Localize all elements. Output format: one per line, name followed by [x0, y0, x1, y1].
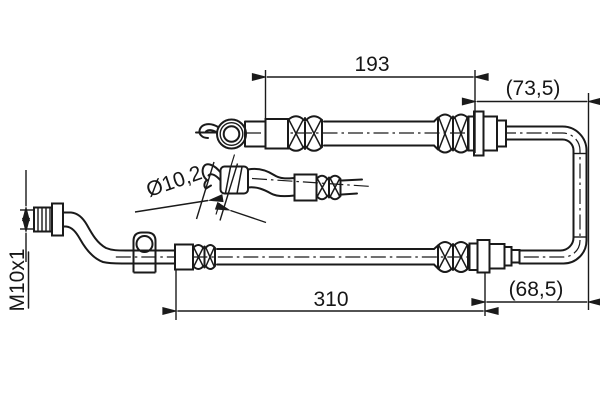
banjo-eye-hole: [222, 125, 241, 143]
bottom-hose-outline: [216, 248, 435, 266]
dim-label-310: 310: [313, 288, 348, 311]
banjo-ring-outer: [216, 118, 247, 150]
right-vertical-tube: [559, 149, 588, 265]
bottom-fitting-body: [488, 243, 506, 270]
top-hose-outline: [323, 120, 435, 147]
hose-centerline: [112, 132, 581, 258]
top-fitting-rib-cross: [438, 117, 468, 150]
aux-fitting-body: [219, 165, 249, 195]
bottom-fitting-nipple: [510, 249, 521, 264]
s-curve-tube-top: [62, 211, 176, 252]
aux-fitting-lines: [224, 166, 243, 195]
dia-arrow-right: [214, 201, 267, 224]
aux-hose-centerline: [251, 177, 372, 188]
top-fitting-body: [482, 115, 498, 152]
bottom-hose-assembly: [33, 202, 565, 274]
aux-hook-outer: [201, 163, 222, 190]
dim-label-73-5: (73,5): [506, 77, 561, 100]
top-hose-assembly: [195, 110, 588, 157]
vertical-tube-outline: [572, 149, 588, 242]
bottom-tube-outline: [518, 249, 565, 265]
s-curve-tube-bottom: [62, 225, 176, 265]
bottom-fitting-flange: [476, 239, 491, 274]
bottom-elbow-outline: [559, 236, 588, 265]
thread-lines: [37, 208, 51, 231]
banjo-neck: [244, 120, 267, 148]
top-tube-outline: [505, 125, 588, 152]
top-fitting-ribs: [437, 113, 469, 154]
aux-crimp-body: [293, 173, 318, 202]
dim-label-193: 193: [354, 53, 389, 76]
aux-end-view: [201, 154, 372, 215]
banjo-ring-mid: [219, 121, 244, 146]
ext-line-dia-right: [219, 163, 239, 221]
dim-label-68-5: (68,5): [509, 278, 564, 301]
bracket-hole: [135, 235, 154, 253]
dim-label-thread: M10x1: [6, 248, 29, 311]
bottom-fitting-collar: [468, 242, 479, 271]
aux-hose-curve: [247, 167, 296, 198]
aux-hose-stub: [341, 178, 363, 196]
bottom-fitting-rib-cross: [438, 244, 468, 270]
aux-crimp-ribs: [315, 174, 342, 201]
crimp-ribs-top-left: [287, 115, 323, 152]
aux-crimp-cross: [316, 178, 341, 197]
crimp-rib-cross-bottom-left: [193, 247, 215, 267]
mounting-bracket: [132, 231, 157, 274]
crimp-body-top-left: [264, 118, 289, 150]
crimp-rib-cross-top-left: [288, 119, 322, 148]
crimp-body-bottom-left: [174, 243, 194, 271]
thread-flange: [51, 202, 64, 237]
bottom-fitting-ribs: [437, 241, 469, 273]
top-fitting-step: [496, 119, 507, 148]
crimp-ribs-bottom-left: [192, 244, 216, 270]
dim-label-diameter: Ø10,2: [143, 161, 205, 201]
ext-line-dia-left: [195, 161, 215, 220]
bottom-fitting-step: [503, 246, 513, 267]
banjo-bleeder-hook: [198, 123, 219, 139]
dia-arrow-left: [134, 194, 224, 213]
